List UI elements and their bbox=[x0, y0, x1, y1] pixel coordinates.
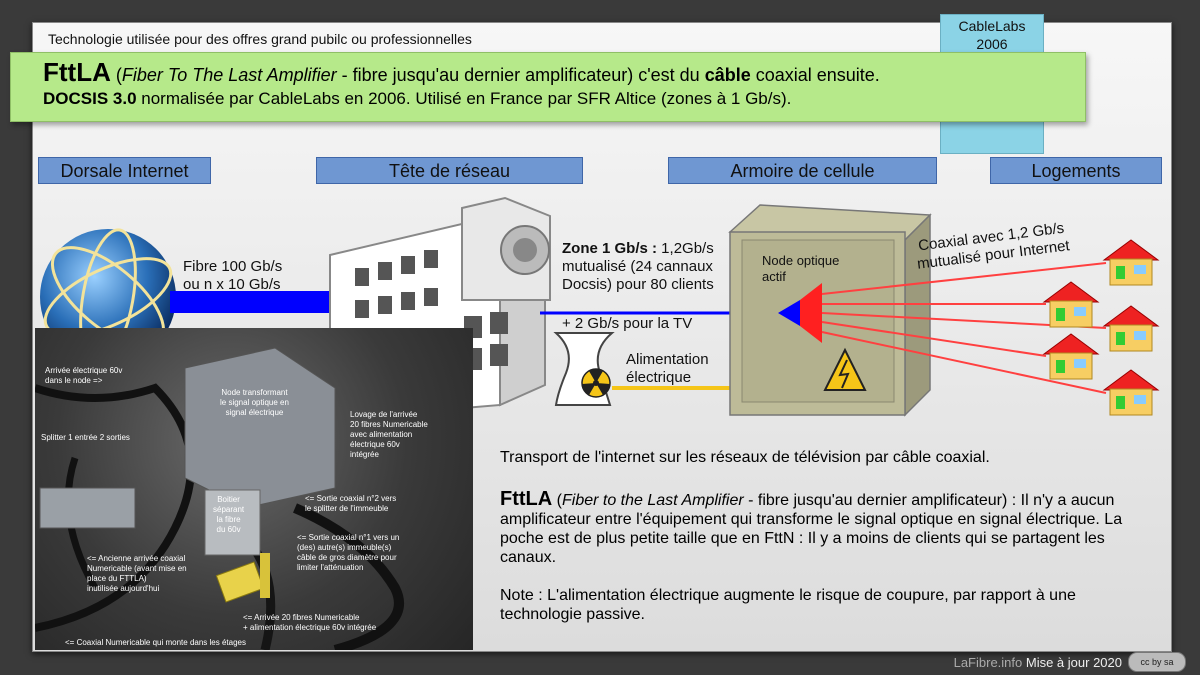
fibre-link bbox=[170, 291, 348, 313]
transport-text: Transport de l'internet sur les réseaux … bbox=[500, 449, 990, 466]
banner-line-1: FttLA (Fiber To The Last Amplifier - fib… bbox=[43, 59, 1085, 88]
fttla-paragraph: FttLA (Fiber to the Last Amplifier - fib… bbox=[500, 488, 1160, 567]
node-red-triangle bbox=[800, 283, 822, 343]
node-line2: actif bbox=[762, 269, 786, 284]
footer-update: Mise à jour 2020 bbox=[1025, 655, 1122, 670]
zone-bold: Zone 1 Gb/s : bbox=[562, 240, 658, 257]
photo-drawing bbox=[35, 347, 404, 650]
title-banner: FttLA (Fiber To The Last Amplifier - fib… bbox=[10, 52, 1086, 122]
house-icons bbox=[1042, 239, 1160, 416]
top-note: Technologie utilisée pour des offres gra… bbox=[48, 31, 472, 47]
banner-line-2: DOCSIS 3.0 normalisée par CableLabs en 2… bbox=[43, 88, 1085, 110]
zone-line2: mutualisé (24 cannaux bbox=[562, 258, 713, 275]
footer: LaFibre.info Mise à jour 2020 bbox=[954, 655, 1122, 670]
node-label: Node optique actif bbox=[762, 253, 839, 285]
header-armoire: Armoire de cellule bbox=[668, 157, 937, 184]
power-label: Alimentation électrique bbox=[626, 351, 709, 387]
footer-site: LaFibre.info bbox=[953, 655, 1023, 670]
banner-bold-word: câble bbox=[704, 65, 751, 85]
banner-italic: Fiber To The Last Amplifier bbox=[121, 65, 337, 85]
fttla-italic: Fiber to the Last Amplifier bbox=[561, 492, 744, 509]
banner-line2-text: normalisée par CableLabs en 2006. Utilis… bbox=[136, 89, 792, 108]
fttla-paren: ( bbox=[552, 492, 562, 509]
zone-line1: Zone 1 Gb/s : 1,2Gb/s bbox=[562, 240, 714, 258]
cabinet-icon bbox=[728, 204, 932, 417]
banner-rest2: coaxial ensuite. bbox=[750, 65, 880, 85]
node-blue-triangle bbox=[778, 300, 800, 326]
cablelabs-year: 2006 bbox=[976, 36, 1008, 52]
fibre-label-line1: Fibre 100 Gb/s bbox=[183, 258, 283, 275]
power-line1: Alimentation bbox=[626, 351, 709, 368]
fttla-rest: - fibre jusqu'au dernier amplificateur) … bbox=[500, 492, 1123, 566]
tv-label: + 2 Gb/s pour la TV bbox=[562, 315, 693, 332]
fibre-label: Fibre 100 Gb/s ou n x 10 Gb/s bbox=[183, 258, 282, 294]
ann-splitter: Splitter 1 entrée 2 sorties bbox=[41, 433, 130, 442]
header-logements: Logements bbox=[990, 157, 1162, 184]
banner-rest1: - fibre jusqu'au dernier amplificateur) … bbox=[336, 65, 705, 85]
banner-docsis: DOCSIS 3.0 bbox=[43, 89, 137, 108]
nuclear-plant-icon bbox=[553, 332, 615, 406]
note-text: Note : L'alimentation électrique augment… bbox=[500, 587, 1076, 623]
ann-sortie-1: <= Sortie coaxial n°1 vers un(des) autre… bbox=[297, 533, 400, 572]
banner-title: FttLA bbox=[43, 57, 111, 87]
header-dorsale: Dorsale Internet bbox=[38, 157, 211, 184]
cc-license-icon: cc by sa bbox=[1128, 652, 1186, 672]
node-line1: Node optique bbox=[762, 253, 840, 268]
zone-rest: 1,2Gb/s bbox=[657, 240, 714, 257]
cablelabs-name: CableLabs bbox=[958, 18, 1026, 34]
fibre-label-line2: ou n x 10 Gb/s bbox=[183, 276, 281, 293]
ann-arrivee-fibres: <= Arrivée 20 fibres Numericable+ alimen… bbox=[243, 613, 377, 632]
banner-paren: ( bbox=[115, 65, 122, 85]
fttla-title: FttLA bbox=[500, 488, 553, 510]
ann-coax-etages: <= Coaxial Numericable qui monte dans le… bbox=[65, 638, 246, 647]
zone-label: Zone 1 Gb/s : 1,2Gb/s mutualisé (24 cann… bbox=[562, 240, 714, 294]
power-line2: électrique bbox=[626, 369, 692, 386]
header-tete-reseau: Tête de réseau bbox=[316, 157, 583, 184]
zone-line3: Docsis) pour 80 clients bbox=[562, 276, 714, 293]
